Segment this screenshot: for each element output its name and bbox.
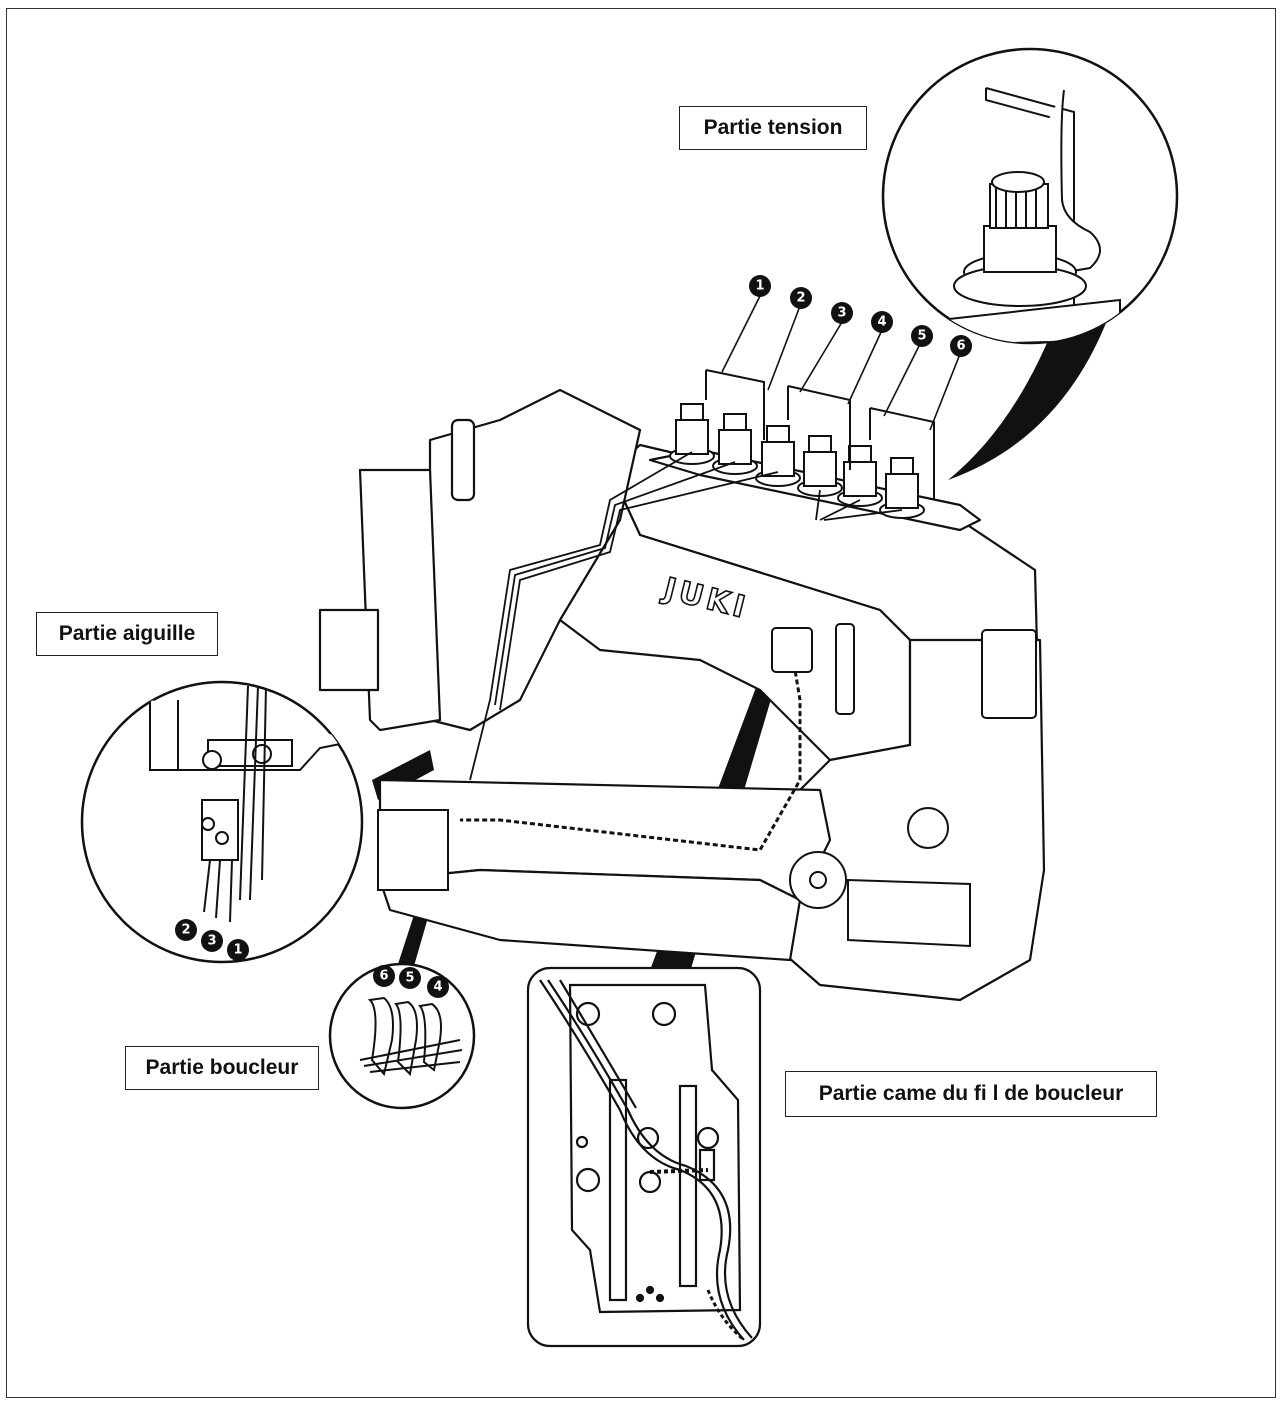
looper-marker-6: 6: [373, 965, 395, 987]
svg-text:2: 2: [181, 923, 190, 938]
svg-text:3: 3: [207, 934, 216, 949]
looper-detail-view: [328, 962, 476, 1110]
needle-marker-1: 1: [227, 939, 249, 961]
needle-marker-2: 2: [175, 919, 197, 941]
label-needle-part: Partie aiguille: [36, 612, 218, 656]
tension-marker-5: 5: [911, 325, 933, 347]
looper-marker-5: 5: [399, 967, 421, 989]
machine-details: [377, 623, 1037, 948]
needle-number-markers: 2 3 1: [175, 919, 249, 961]
svg-text:2: 2: [796, 291, 805, 306]
svg-text:5: 5: [917, 329, 926, 344]
needle-detail-view: [80, 680, 364, 964]
svg-text:1: 1: [233, 943, 242, 958]
thread-paths: [460, 451, 903, 852]
svg-text:6: 6: [379, 969, 388, 984]
tension-marker-2: 2: [790, 287, 812, 309]
svg-text:4: 4: [433, 980, 442, 995]
tension-detail-view: [881, 47, 1179, 345]
svg-text:4: 4: [877, 315, 886, 330]
tension-pointer: [948, 318, 1108, 480]
tension-number-markers: 1 2 3 4 5 6: [749, 275, 972, 357]
svg-text:5: 5: [405, 971, 414, 986]
label-looper-part: Partie boucleur: [125, 1046, 319, 1090]
label-tension-part: Partie tension: [679, 106, 867, 150]
svg-text:1: 1: [755, 279, 764, 294]
cam-detail-view: [526, 966, 762, 1348]
tension-marker-6: 6: [950, 335, 972, 357]
tension-marker-3: 3: [831, 302, 853, 324]
looper-number-markers: 6 5 4: [373, 965, 449, 998]
needle-marker-3: 3: [201, 930, 223, 952]
page-frame: [6, 8, 1276, 1398]
tension-marker-1: 1: [749, 275, 771, 297]
label-looper-thread-cam-part: Partie came du fi l de boucleur: [785, 1071, 1157, 1117]
svg-text:6: 6: [956, 339, 965, 354]
tension-marker-4: 4: [871, 311, 893, 333]
looper-marker-4: 4: [427, 976, 449, 998]
svg-text:3: 3: [837, 306, 846, 321]
tension-discs: [669, 403, 925, 519]
tension-leader-lines: [721, 295, 961, 431]
